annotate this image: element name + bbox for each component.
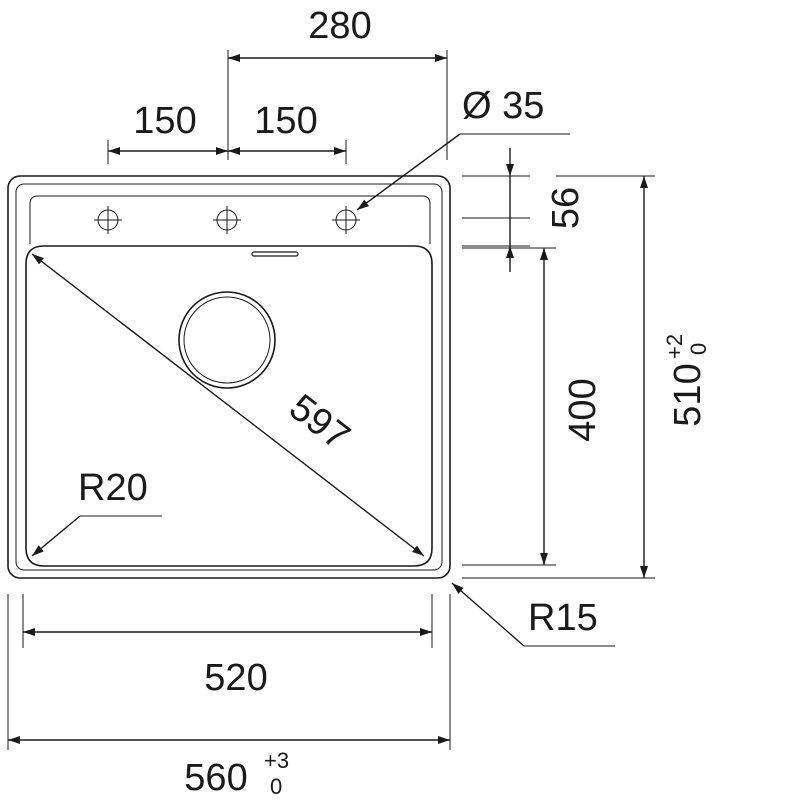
tap-hole-right-icon <box>332 206 360 234</box>
sink-rim-inner-outline <box>15 183 443 571</box>
bowl-outline <box>25 245 433 567</box>
dimension-510-label: 510 <box>667 363 709 426</box>
tap-hole-left-icon <box>94 206 122 234</box>
dimension-597-label: 597 <box>281 387 357 459</box>
radius-r15-label: R15 <box>528 597 598 639</box>
radius-r20-label: R20 <box>78 467 148 509</box>
dimension-560-tolerance-upper: +3 <box>264 748 289 773</box>
dimension-510-tolerance-upper: +2 <box>662 334 687 359</box>
dimension-400-label: 400 <box>562 378 604 441</box>
dimension-520-label: 520 <box>204 657 267 699</box>
sink-outer-outline <box>7 175 451 579</box>
overflow-slot <box>251 251 299 257</box>
dimension-510-tolerance-lower: 0 <box>686 343 711 355</box>
hole-diameter-label: Ø 35 <box>462 85 544 127</box>
dimension-line-597-diagonal <box>31 253 425 557</box>
drain-icon <box>178 291 276 389</box>
dimension-150-right-label: 150 <box>254 100 317 142</box>
dimension-560-label: 560 <box>184 757 247 799</box>
dimension-56-label: 56 <box>545 187 587 229</box>
tap-ledge-outline <box>29 195 431 244</box>
leader-line-diameter <box>356 133 461 211</box>
dimension-560-tolerance-lower: 0 <box>270 774 282 799</box>
leader-line-r15 <box>451 582 525 647</box>
leader-line-r20 <box>31 515 81 557</box>
dimension-280-label: 280 <box>308 5 371 47</box>
tap-hole-center-icon <box>213 206 241 234</box>
dimension-150-left-label: 150 <box>133 100 196 142</box>
